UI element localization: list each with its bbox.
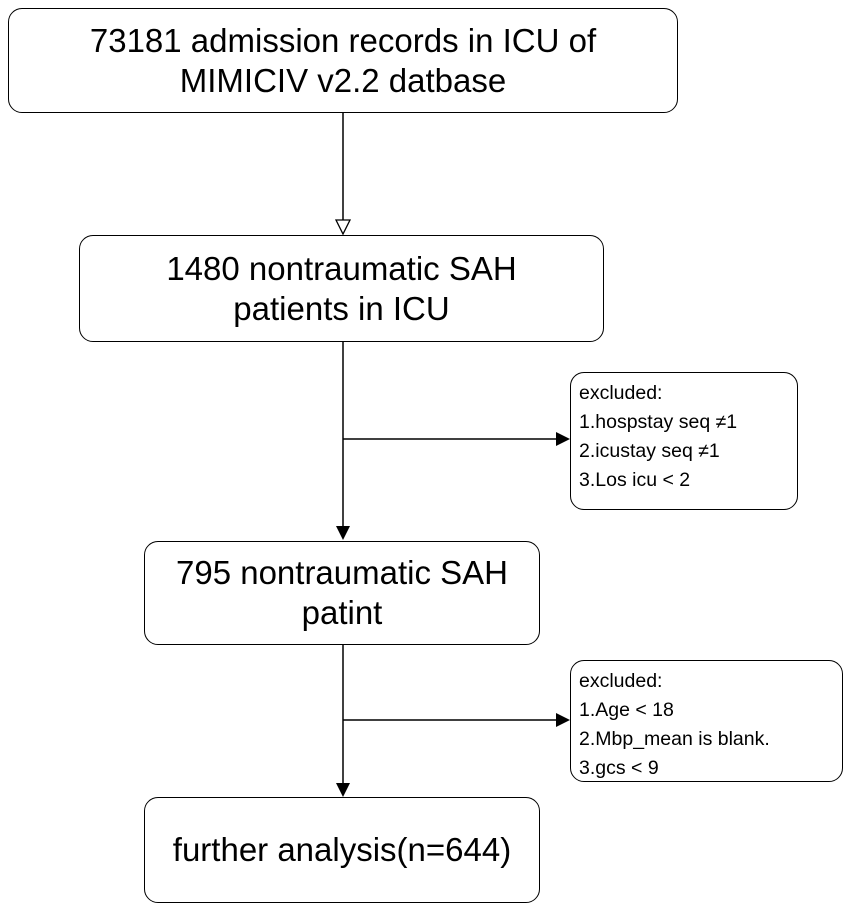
excl2-heading: excluded: — [579, 670, 663, 692]
excl1-item-1: 1.hospstay seq ≠1 — [579, 411, 738, 433]
arrowhead-step4 — [336, 783, 350, 797]
excl1-item-3: 3.Los icu < 2 — [579, 469, 691, 491]
excl1-heading: excluded: — [579, 382, 663, 404]
step2-line-2: patients in ICU — [233, 289, 450, 327]
arrowhead-hollow — [334, 219, 352, 236]
excl1-item-2: 2.icustay seq ≠1 — [579, 440, 720, 462]
excl2-item-2: 2.Mbp_mean is blank. — [579, 728, 770, 750]
step1-box: 73181 admission records in ICU of MIMICI… — [8, 8, 678, 113]
arrowhead-step3 — [336, 526, 350, 540]
arrowhead-excl2 — [556, 713, 570, 727]
exclusion-box-2: excluded: 1.Age < 18 2.Mbp_mean is blank… — [570, 660, 843, 782]
arrowhead-excl1 — [556, 432, 570, 446]
step1-line-2: MIMICIV v2.2 datbase — [179, 61, 507, 99]
step2-box: 1480 nontraumatic SAH patients in ICU — [79, 235, 604, 342]
step3-line-1: 795 nontraumatic SAH — [175, 554, 508, 591]
excl2-item-1: 1.Age < 18 — [579, 699, 674, 721]
step4-line-1: further analysis(n=644) — [172, 831, 512, 868]
step1-line-1: 73181 admission records in ICU of — [89, 21, 597, 59]
excl2-item-3: 3.gcs < 9 — [579, 757, 659, 779]
step3-box: 795 nontraumatic SAH patint — [144, 541, 540, 645]
exclusion-box-1: excluded: 1.hospstay seq ≠1 2.icustay se… — [570, 372, 798, 510]
step4-box: further analysis(n=644) — [144, 797, 540, 903]
step3-line-2: patint — [301, 594, 383, 631]
step2-line-1: 1480 nontraumatic SAH — [166, 249, 517, 287]
